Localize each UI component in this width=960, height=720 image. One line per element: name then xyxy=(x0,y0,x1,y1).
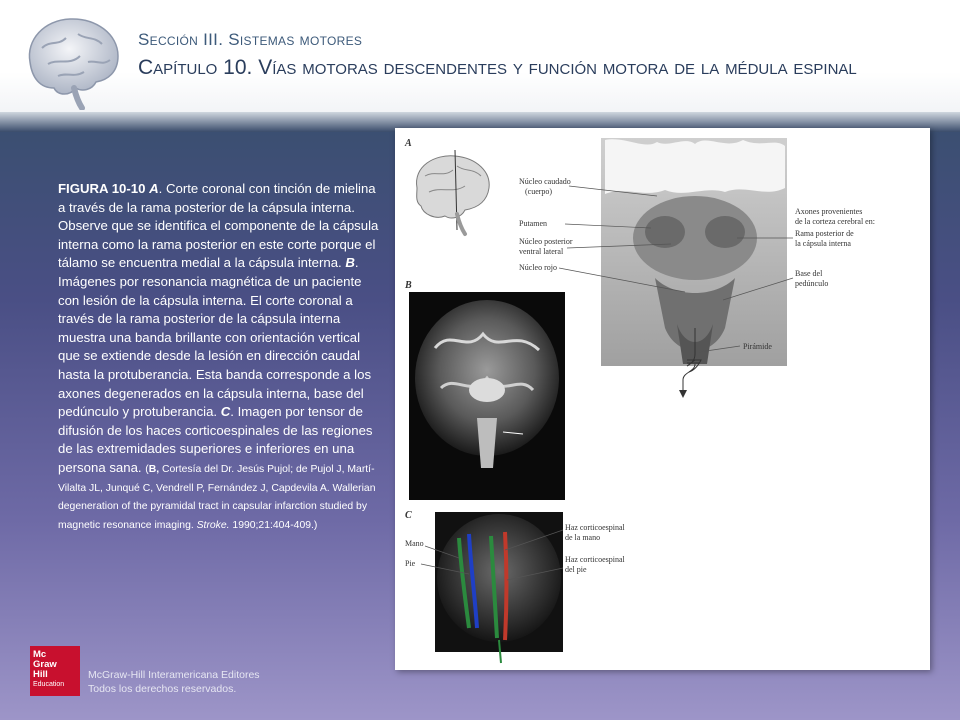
label-putamen: Putamen xyxy=(519,219,547,228)
label-axones-provenientes: Axones provenientes xyxy=(795,207,862,216)
label-nucleo-rojo: Núcleo rojo xyxy=(519,263,557,272)
footer-credits: McGraw-Hill Interamericana Editores Todo… xyxy=(88,668,260,696)
panel-label-c: C xyxy=(405,510,412,521)
label-corteza-cerebral: de la corteza cerebral en: xyxy=(795,217,875,226)
figure-panel: A xyxy=(395,128,930,670)
label-nucleo-caudado: Núcleo caudado xyxy=(519,177,571,186)
section-title: Sección III. Sistemas motores xyxy=(138,30,363,49)
label-rama-posterior: Rama posterior de xyxy=(795,229,854,238)
dti-image xyxy=(435,512,563,664)
figure-illustration: A xyxy=(404,138,875,664)
caption-text-a: . Corte coronal con tinción de mielina a… xyxy=(58,181,379,271)
label-pedunculo: pedúnculo xyxy=(795,279,828,288)
label-nucleo-posterior: Núcleo posterior xyxy=(519,237,573,246)
label-piramide: Pirámide xyxy=(743,342,772,351)
slide-header: Sección III. Sistemas motores Capítulo 1… xyxy=(0,0,960,120)
label-base-del: Base del xyxy=(795,269,823,278)
panel-label-b: B xyxy=(404,280,412,291)
caption-label-b: B xyxy=(345,255,355,271)
coronal-section-stain xyxy=(601,138,787,366)
mcgraw-hill-logo: Mc Graw Hill Education xyxy=(30,646,80,696)
caption-label-c: C xyxy=(220,404,231,420)
caption-text-c: . Imagen por tensor de difusión de los h… xyxy=(58,404,373,475)
label-cuerpo: (cuerpo) xyxy=(525,187,552,196)
figure-label: FIGURA 10-10 xyxy=(58,181,146,196)
header-divider xyxy=(0,112,960,132)
panel-a-leaders xyxy=(558,185,794,353)
label-pie: Pie xyxy=(405,559,416,568)
label-haz-pie-1: Haz corticoespinal xyxy=(565,555,626,564)
label-haz-mano-1: Haz corticoespinal xyxy=(565,523,626,532)
label-capsula-interna: la cápsula interna xyxy=(795,239,851,248)
label-haz-mano-2: de la mano xyxy=(565,533,600,542)
pyramidal-tract-line xyxy=(679,328,702,398)
panel-label-a: A xyxy=(404,138,412,149)
rights-notice: Todos los derechos reservados. xyxy=(88,683,237,695)
label-mano: Mano xyxy=(405,539,424,548)
chapter-title: Capítulo 10. Vías motoras descendentes y… xyxy=(138,56,857,79)
publisher-name: McGraw-Hill Interamericana Editores xyxy=(88,669,260,681)
brain-logo-icon xyxy=(28,18,119,110)
panel-c-leaders xyxy=(420,529,564,581)
caption-label-a: A xyxy=(149,181,159,196)
label-haz-pie-2: del pie xyxy=(565,565,587,574)
caption-reference: (B, Cortesía del Dr. Jesús Pujol; de Puj… xyxy=(58,463,376,531)
caption-text-b: . Imágenes por resonancia magnética de u… xyxy=(58,255,372,420)
mri-image xyxy=(409,292,565,500)
figure-caption: FIGURA 10-10 A. Corte coronal con tinció… xyxy=(58,180,380,533)
orientation-brain-icon xyxy=(416,149,490,236)
label-ventral-lateral: ventral lateral xyxy=(519,247,564,256)
